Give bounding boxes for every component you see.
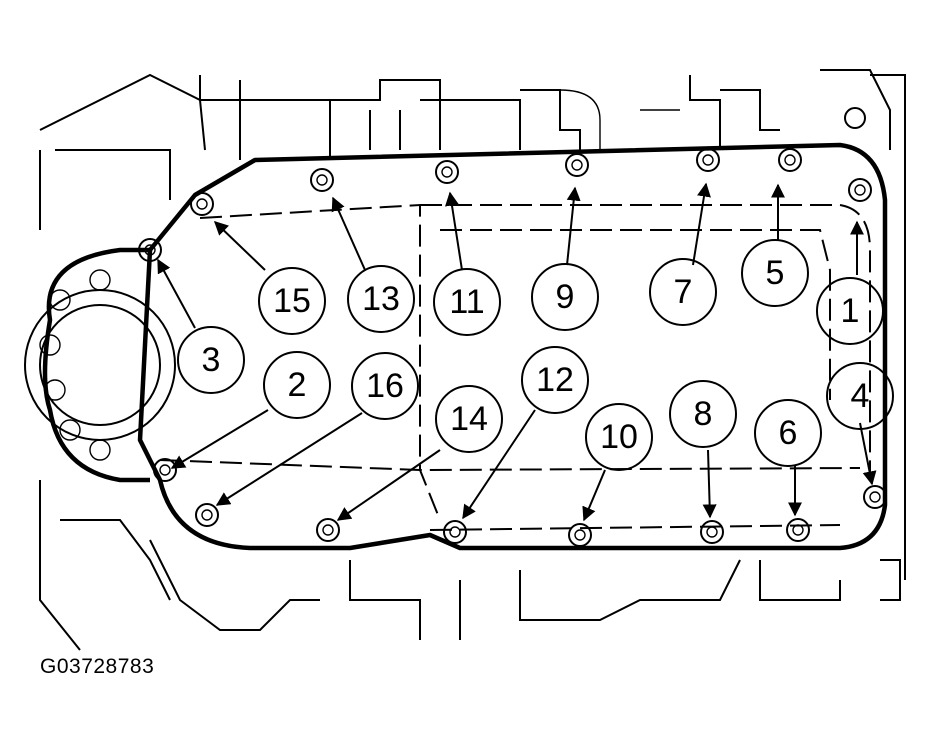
callout-9-label: 9 xyxy=(556,278,575,316)
bolt-2 xyxy=(153,458,177,482)
bolt-16 xyxy=(195,503,219,527)
callout-15: 15 xyxy=(258,267,326,335)
callout-8: 8 xyxy=(669,380,737,448)
bolt-13 xyxy=(310,168,334,192)
bolt-9 xyxy=(565,153,589,177)
callout-11-label: 11 xyxy=(449,283,484,321)
callout-15-label: 15 xyxy=(273,282,311,320)
bolt-15 xyxy=(190,192,214,216)
callout-12-label: 12 xyxy=(536,361,574,399)
timing-gear xyxy=(24,247,176,483)
callout-9: 9 xyxy=(531,263,599,331)
callout-6: 6 xyxy=(754,399,822,467)
callout-14-label: 14 xyxy=(450,400,488,438)
engine-background xyxy=(39,69,906,651)
callout-16-label: 16 xyxy=(366,367,404,405)
bolt-3 xyxy=(138,238,162,262)
callout-8-label: 8 xyxy=(694,395,713,433)
callout-1-label: 1 xyxy=(841,292,860,330)
callout-4: 4 xyxy=(826,362,894,430)
bolt-10 xyxy=(568,523,592,547)
callout-3-label: 3 xyxy=(202,341,221,379)
bolt-8 xyxy=(700,520,724,544)
callout-14: 14 xyxy=(435,385,503,453)
callout-2-label: 2 xyxy=(288,366,307,404)
bolt-4 xyxy=(863,485,887,509)
callout-5-label: 5 xyxy=(766,254,785,292)
callout-13: 13 xyxy=(347,265,415,333)
callout-6-label: 6 xyxy=(779,414,798,452)
oil-pan-outline xyxy=(137,142,888,551)
callout-7: 7 xyxy=(649,258,717,326)
callouts: 1 2 3 4 5 6 7 8 9 10 11 12 13 14 15 16 xyxy=(177,239,894,471)
bolt-12 xyxy=(443,520,467,544)
bolt-1 xyxy=(848,178,872,202)
callout-12: 12 xyxy=(521,346,589,414)
callout-2: 2 xyxy=(263,351,331,419)
bolt-heads xyxy=(138,148,887,547)
callout-11: 11 xyxy=(433,268,501,336)
callout-1: 1 xyxy=(816,277,884,345)
callout-10-label: 10 xyxy=(600,418,638,456)
callout-13-label: 13 xyxy=(362,280,400,318)
bolt-14 xyxy=(316,518,340,542)
leader-arrows xyxy=(157,182,877,522)
bolt-6 xyxy=(786,518,810,542)
callout-10: 10 xyxy=(585,403,653,471)
callout-16: 16 xyxy=(351,352,419,420)
callout-4-label: 4 xyxy=(851,377,870,415)
callout-5: 5 xyxy=(741,239,809,307)
callout-3: 3 xyxy=(177,326,245,394)
callout-7-label: 7 xyxy=(674,273,693,311)
figure-code: G03728783 xyxy=(40,655,155,678)
bolt-11 xyxy=(435,160,459,184)
bolt-7 xyxy=(696,148,720,172)
bolt-5 xyxy=(778,148,802,172)
